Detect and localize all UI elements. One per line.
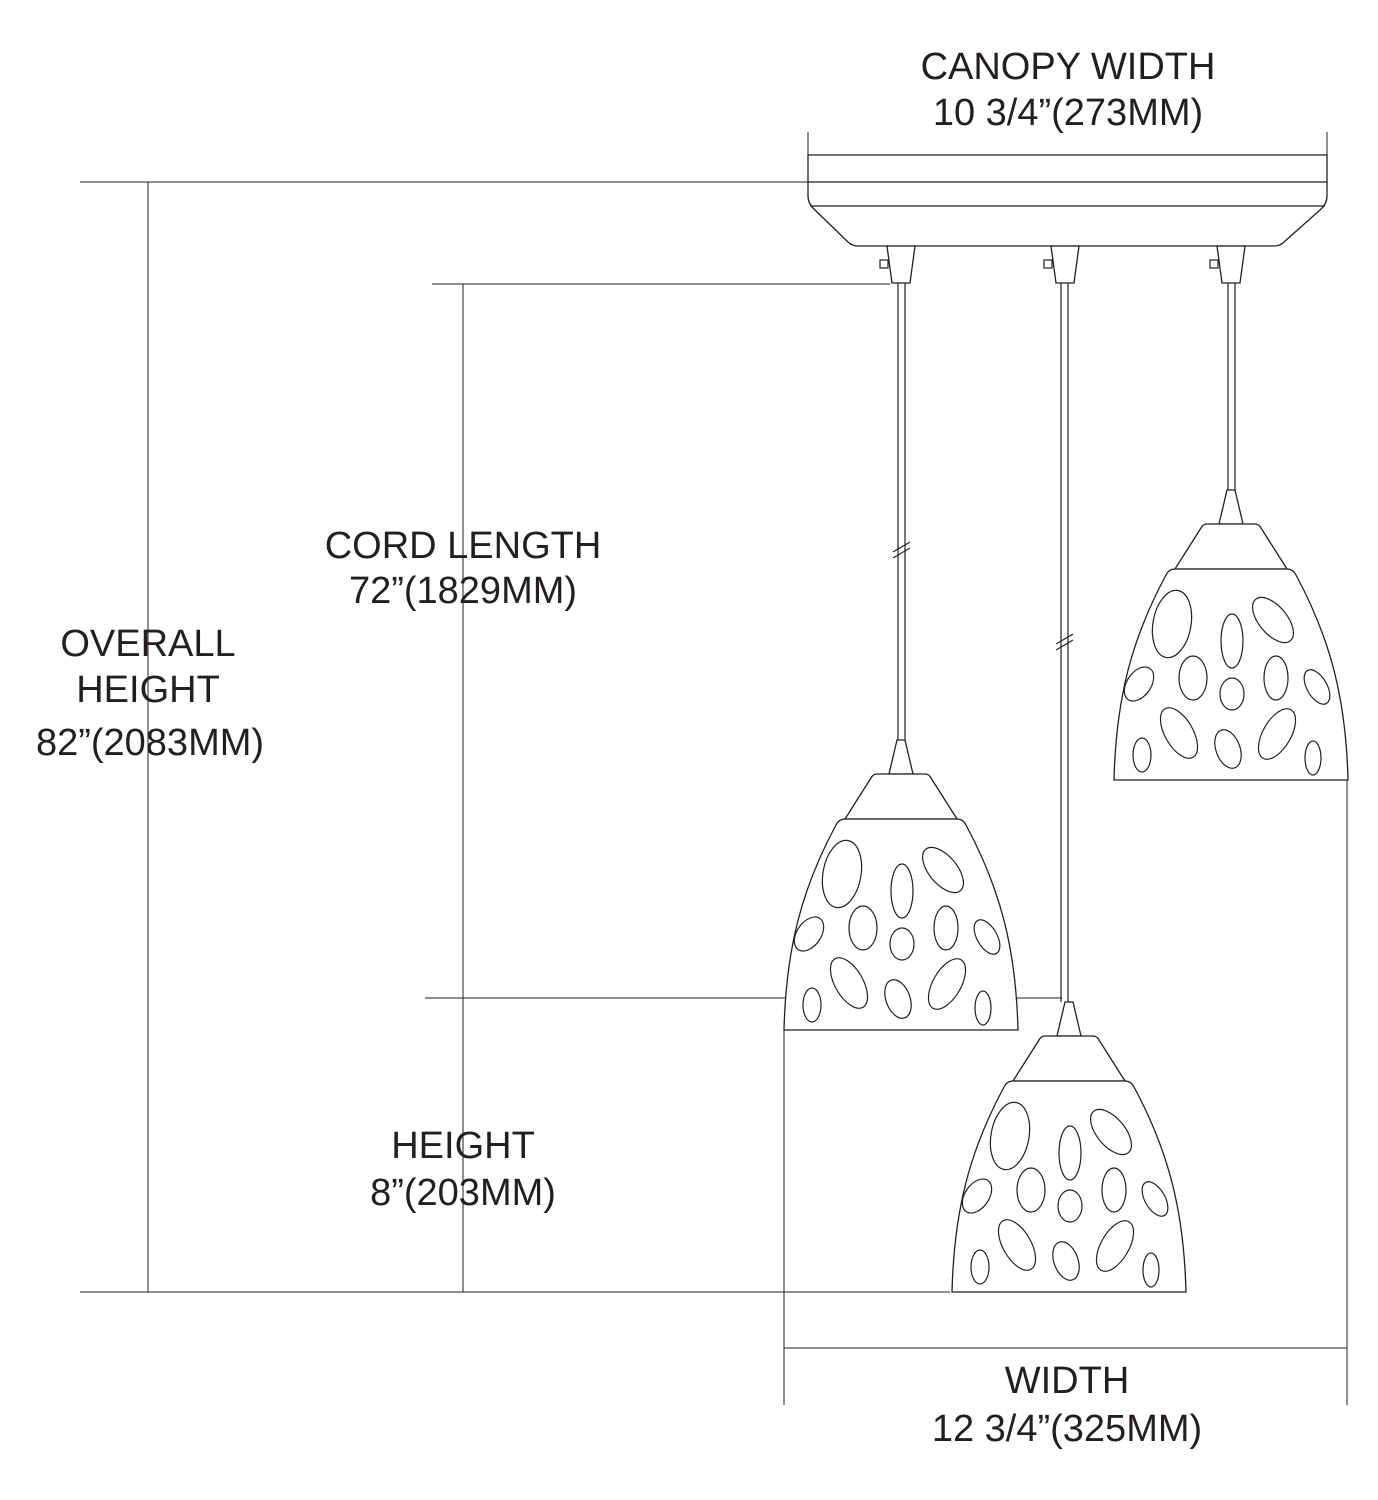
pendant-shade-right	[1113, 489, 1349, 781]
pendant-shade-middle	[951, 1001, 1187, 1293]
overall-height-value: 82”(2083MM)	[36, 722, 264, 764]
canopy	[807, 154, 1328, 247]
cord-right	[1227, 283, 1236, 490]
overall-height-title-2: HEIGHT	[76, 669, 220, 711]
cord-left	[892, 283, 911, 740]
cord-length-label: CORD LENGTH 72”(1829MM)	[325, 525, 602, 612]
canopy-width-label: CANOPY WIDTH 10 3/4”(273MM)	[921, 46, 1216, 134]
width-title: WIDTH	[1005, 1360, 1130, 1402]
width-value: 12 3/4”(325MM)	[932, 1408, 1202, 1450]
pendant-shade-left	[783, 739, 1019, 1031]
height-label: HEIGHT 8”(203MM)	[370, 1125, 556, 1214]
overall-height-label: OVERALL HEIGHT 82”(2083MM)	[36, 623, 264, 764]
canopy-width-title: CANOPY WIDTH	[921, 46, 1216, 88]
dimension-lines	[80, 132, 1348, 1405]
cord-fitting-left	[879, 245, 916, 284]
cord-fitting-middle	[1043, 245, 1080, 284]
cord-middle	[1055, 283, 1074, 1002]
cords	[879, 245, 1246, 1002]
width-label: WIDTH 12 3/4”(325MM)	[932, 1360, 1202, 1450]
height-value: 8”(203MM)	[370, 1172, 556, 1214]
cord-length-title: CORD LENGTH	[325, 525, 602, 567]
canopy-width-value: 10 3/4”(273MM)	[933, 92, 1203, 134]
cord-fitting-right	[1209, 245, 1246, 284]
cord-length-value: 72”(1829MM)	[349, 570, 577, 612]
overall-height-title-1: OVERALL	[60, 623, 235, 665]
height-title: HEIGHT	[391, 1125, 535, 1167]
